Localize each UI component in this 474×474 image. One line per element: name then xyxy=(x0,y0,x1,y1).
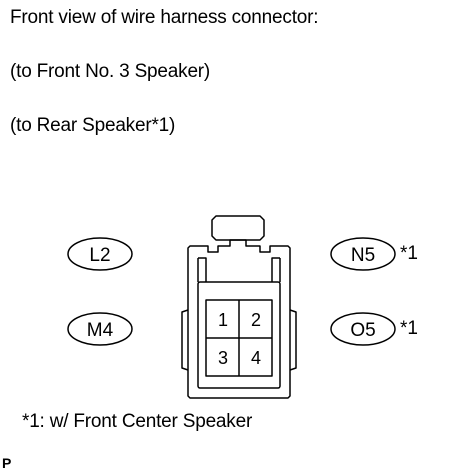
connector-housing xyxy=(187,239,291,399)
pin-number: 4 xyxy=(251,348,261,368)
label-left-top: L2 xyxy=(89,245,110,266)
label-oval-right-top xyxy=(330,237,396,271)
heading-line-2: (to Front No. 3 Speaker) xyxy=(10,61,211,82)
pin-number: 2 xyxy=(251,310,261,330)
connector-latch xyxy=(211,215,265,241)
heading-line-1: Front view of wire harness connector: xyxy=(10,7,319,28)
note-right-top: *1 xyxy=(400,243,418,264)
connector-inner-housing xyxy=(197,281,281,389)
label-oval-left-bottom xyxy=(67,312,133,346)
pin-number: 3 xyxy=(218,348,228,368)
pin-number: 1 xyxy=(218,310,228,330)
connector-left-rib xyxy=(181,309,189,371)
note-right-bottom: *1 xyxy=(400,318,418,339)
heading-line-3: (to Rear Speaker*1) xyxy=(10,115,176,136)
figure-ref-code: P xyxy=(2,455,12,471)
connector-right-rib xyxy=(289,309,297,371)
connector-right-guide xyxy=(271,257,281,282)
label-left-bottom: M4 xyxy=(87,320,114,341)
label-right-top: N5 xyxy=(351,245,375,266)
label-oval-left-top xyxy=(67,237,133,271)
label-oval-right-bottom xyxy=(330,312,396,346)
connector-left-guide xyxy=(197,257,207,282)
label-right-bottom: O5 xyxy=(350,320,375,341)
footnote: *1: w/ Front Center Speaker xyxy=(22,411,253,432)
